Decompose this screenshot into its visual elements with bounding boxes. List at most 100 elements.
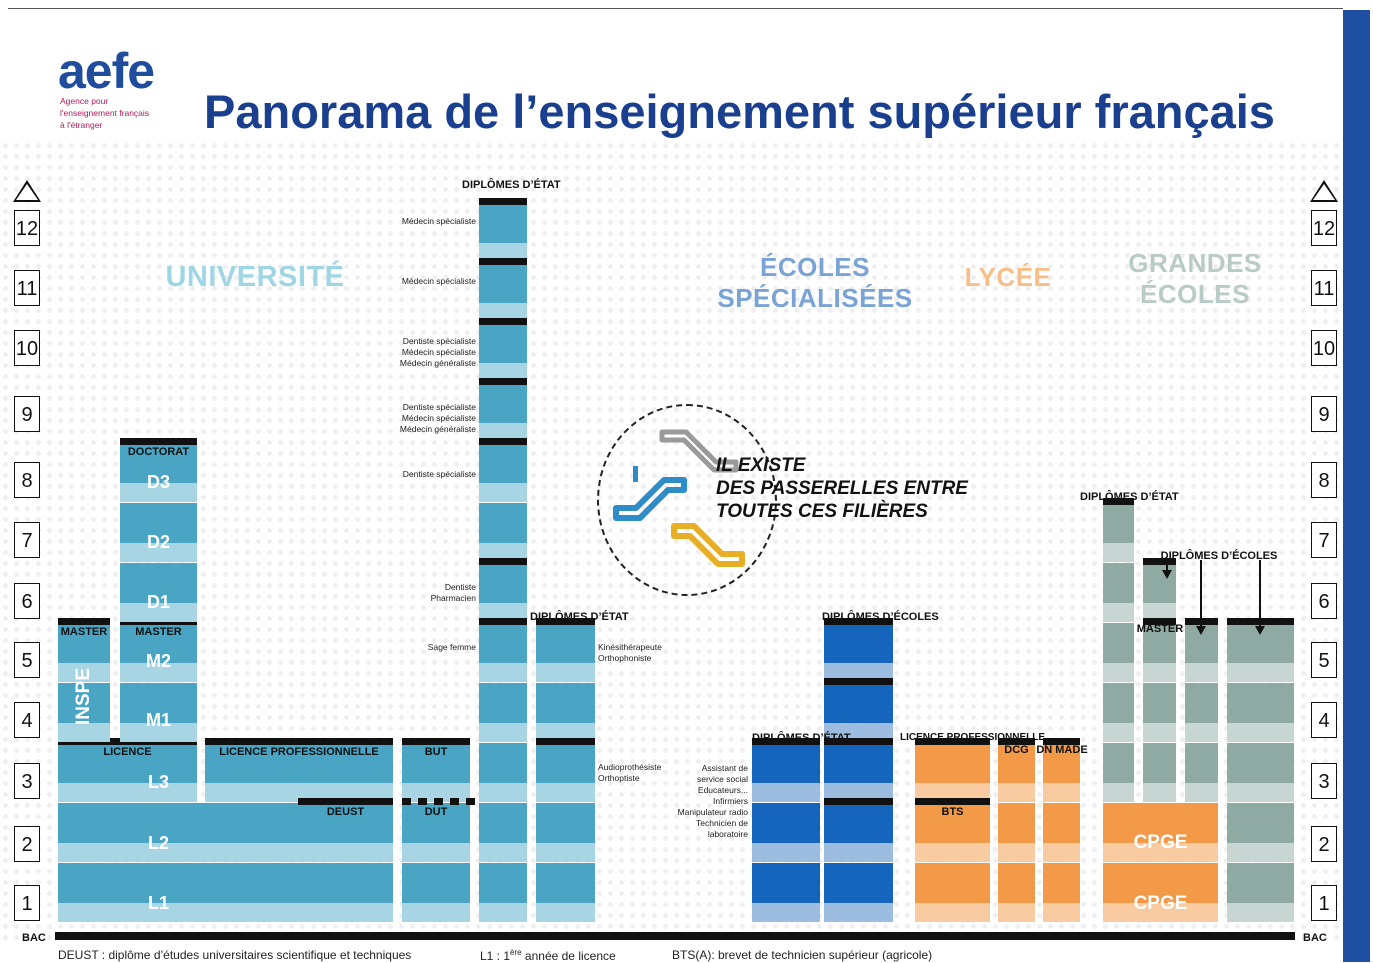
year-box-5: 5 xyxy=(1311,642,1337,678)
lycee-dnmade-year-3-band xyxy=(1043,783,1080,802)
sante-year-9-band xyxy=(479,423,527,442)
lycee-dcg-year-3 xyxy=(998,743,1035,783)
year-box-10: 10 xyxy=(14,330,40,366)
category-ecoles-specialisees: ÉCOLES SPÉCIALISÉES xyxy=(717,252,913,313)
sante-y6: Dentiste Pharmacien xyxy=(430,582,476,603)
paramed-y5: Kinésithérapeute Orthophoniste xyxy=(598,642,662,663)
lycee-dcg-header-bar xyxy=(998,738,1035,745)
ge-etat-year-7-band xyxy=(1103,543,1134,562)
lycee-dnmade-year-2-band xyxy=(1043,843,1080,862)
year-box-1: 1 xyxy=(14,885,40,921)
up-arrow-icon xyxy=(13,180,41,202)
ge-master3-year-2 xyxy=(1227,803,1294,843)
label-ge-master: MASTER xyxy=(1136,623,1184,635)
sante-year-10 xyxy=(479,323,527,363)
deust-year-1 xyxy=(298,863,393,903)
deust-year-2-band xyxy=(298,843,393,862)
year-box-12: 12 xyxy=(1311,210,1337,246)
level-l1: L1 xyxy=(147,893,169,913)
licence-year-1-band xyxy=(58,903,197,922)
sante-year-8-band xyxy=(479,483,527,502)
but-year-2 xyxy=(402,803,470,843)
arrow-down-icon xyxy=(1196,626,1206,635)
sante-y5: Sage femme xyxy=(427,642,476,652)
ge-etat-year-6 xyxy=(1103,563,1134,603)
master-year-5-band xyxy=(120,663,197,682)
ge-etat-year-6-band xyxy=(1103,603,1134,622)
level-l3: L3 xyxy=(147,772,169,792)
doctorat-year-6 xyxy=(120,563,197,603)
ge-etat-year-3-band xyxy=(1103,783,1134,802)
ecoles-etat-year-2-band xyxy=(752,843,820,862)
escalator-yellow-icon xyxy=(671,523,745,567)
lycee-licence-pro-year-2-band xyxy=(915,843,990,862)
ge-master1-year-6-band xyxy=(1143,603,1176,622)
ge-etat-year-5-band xyxy=(1103,663,1134,682)
licence-year-1 xyxy=(58,863,197,903)
sante-year-7-band xyxy=(479,543,527,562)
ecoles-etat-year-3-band xyxy=(752,783,820,802)
sante-year-5-band xyxy=(479,663,527,682)
arrow-down-icon xyxy=(1162,570,1172,579)
label-ecoles-diplomes-etat: DIPLÔMES D’ÉTAT xyxy=(752,732,851,744)
lycee-dnmade-year-1 xyxy=(1043,863,1080,903)
sante-year-2 xyxy=(479,803,527,843)
ecoles-ecoles-header-bar xyxy=(824,738,893,745)
ge-master2-year-3 xyxy=(1185,743,1218,783)
lycee-dcg-year-1-band xyxy=(998,903,1035,922)
ge-etat-year-7 xyxy=(1103,503,1134,543)
sante-y9: Dentiste spécialiste Médecin spécialiste… xyxy=(399,402,476,434)
sante-year-10-band xyxy=(479,363,527,382)
year-box-8: 8 xyxy=(14,462,40,498)
ge-master3-year-1-band xyxy=(1227,903,1294,922)
paramed-header-bar xyxy=(536,618,595,625)
year-box-4: 4 xyxy=(1311,702,1337,738)
ge-master3-year-3-band xyxy=(1227,783,1294,802)
paramed-year-2-band xyxy=(536,843,595,862)
ge-master3-year-5-band xyxy=(1227,663,1294,682)
sante-header-bar xyxy=(479,438,527,445)
escalator-icons xyxy=(613,429,745,567)
label-licence: LICENCE xyxy=(103,746,152,758)
dut-dash xyxy=(418,798,427,805)
sante-year-2-band xyxy=(479,843,527,862)
dut-dash xyxy=(402,798,411,805)
level-d3: D3 xyxy=(146,472,170,492)
master-inspe-year-4-band xyxy=(58,723,110,742)
sante-y8: Dentiste spécialiste xyxy=(402,469,476,479)
ge-master2-year-4-band xyxy=(1185,723,1218,742)
master-inspe-header-bar xyxy=(58,618,110,625)
paramed-year-5-band xyxy=(536,663,595,682)
label-sante-diplomes-etat: DIPLÔMES D’ÉTAT xyxy=(462,179,561,191)
ecoles-ecoles-year-5 xyxy=(824,623,893,663)
passerelles-circle xyxy=(597,404,777,596)
escalator-gray-icon xyxy=(659,429,739,473)
sante-year-11 xyxy=(479,263,527,303)
level-m2: M2 xyxy=(145,651,171,671)
up-arrow-icon xyxy=(1310,180,1338,202)
footer-l1: L1 : 1ère année de licence xyxy=(480,948,616,963)
passerelles-text: IL EXISTE DES PASSERELLES ENTRE TOUTES C… xyxy=(716,455,968,522)
ge-master1-header-bar xyxy=(1143,558,1176,565)
ge-master3-year-1 xyxy=(1227,863,1294,903)
licence-pro-base-year-1-band xyxy=(197,903,298,922)
footer-deust: DEUST : diplôme d’études universitaires … xyxy=(58,948,412,962)
logo-subtitle: Agence pour l'enseignement français à l'… xyxy=(60,96,150,130)
but-year-1 xyxy=(402,863,470,903)
sante-header-bar xyxy=(479,318,527,325)
year-box-6: 6 xyxy=(1311,583,1337,619)
ge-master3-year-4 xyxy=(1227,683,1294,723)
ge-cpge-year-1 xyxy=(1103,863,1218,903)
licence-pro-base-year-1 xyxy=(197,863,298,903)
year-box-1: 1 xyxy=(1311,885,1337,921)
aefe-logo: aefe xyxy=(58,43,155,99)
year-box-10: 10 xyxy=(1311,330,1337,366)
year-box-11: 11 xyxy=(1311,270,1337,306)
doctorat-year-6-band xyxy=(120,603,197,622)
sante-year-4-band xyxy=(479,723,527,742)
lycee-licence-pro-year-2 xyxy=(915,803,990,843)
doctorat-year-7 xyxy=(120,503,197,543)
ge-master1-year-4-band xyxy=(1143,723,1176,742)
ge-master1-year-4 xyxy=(1143,683,1176,723)
ge-master3-year-3 xyxy=(1227,743,1294,783)
